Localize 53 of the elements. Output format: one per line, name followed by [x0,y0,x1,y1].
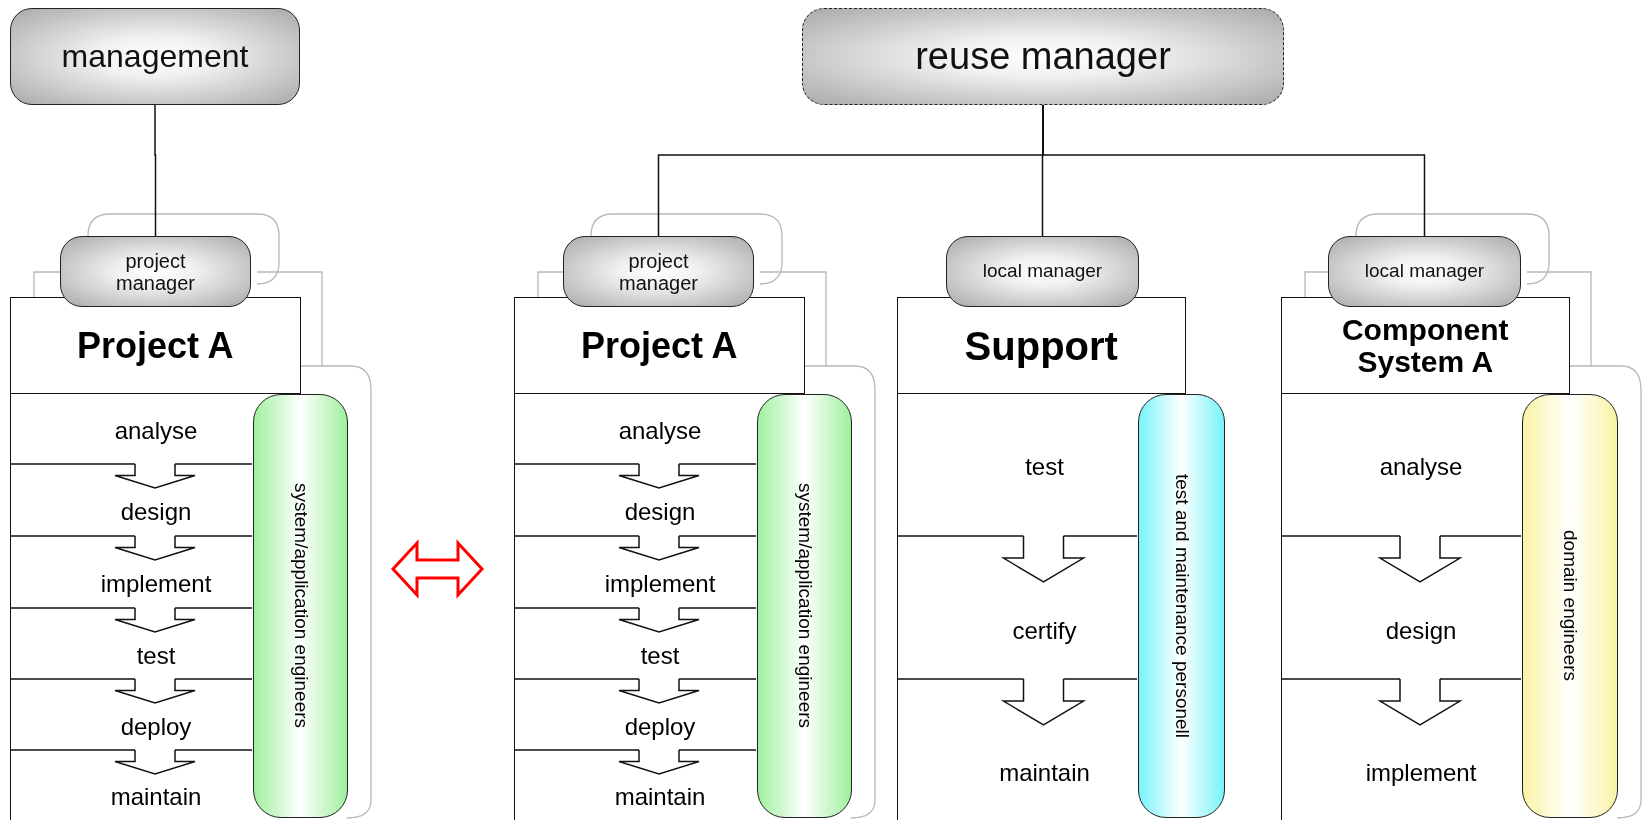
step-label: implement [563,560,757,608]
connector-line [1042,104,1426,237]
step-label: certify [951,582,1138,679]
connector-line [154,104,157,237]
step-label: maintain [951,725,1138,820]
team-pill: system/application engineers [253,394,348,818]
role-box: project manager [563,236,754,307]
chevron-arrow [114,463,196,489]
step-label: deploy [59,703,253,750]
chevron-arrow [618,463,700,489]
step-label: test [59,632,253,679]
step-label: implement [59,560,253,608]
team-pill: system/application engineers [757,394,852,818]
column-panel [1281,297,1617,820]
step-label: design [1320,582,1522,679]
role-box: project manager [60,236,251,307]
step-label: analyse [563,398,757,464]
team-pill: domain engineers [1522,394,1618,818]
column-heading: Component System A [1280,297,1570,394]
step-label: test [951,398,1138,536]
column-heading: Support [896,297,1186,394]
chevron-arrow [618,535,700,561]
step-label: design [563,488,757,536]
chevron-arrow [1000,678,1087,726]
chevron-arrow [1377,678,1463,726]
double-arrow [390,539,485,599]
step-label: maintain [563,774,757,820]
step-label: test [563,632,757,679]
chevron-arrow [114,607,196,633]
chevron-arrow [114,535,196,561]
role-box: management [10,8,300,105]
chevron-arrow [114,749,196,775]
chevron-arrow [114,678,196,704]
column-panel [897,297,1224,820]
chevron-arrow [1377,535,1463,583]
step-label: deploy [563,703,757,750]
column-panel [514,297,851,820]
step-label: maintain [59,774,253,820]
step-label: analyse [59,398,253,464]
role-box: local manager [946,236,1139,307]
role-box: local manager [1328,236,1521,307]
chevron-arrow [618,607,700,633]
step-label: analyse [1320,398,1522,536]
step-label: design [59,488,253,536]
step-label: implement [1320,725,1522,820]
chevron-arrow [618,749,700,775]
chevron-arrow [618,678,700,704]
chevron-arrow [1000,535,1087,583]
column-heading: Project A [9,297,301,394]
role-box: reuse manager [802,8,1284,105]
column-heading: Project A [513,297,805,394]
team-pill: test and maintenance personell [1138,394,1225,818]
column-panel [10,297,347,820]
